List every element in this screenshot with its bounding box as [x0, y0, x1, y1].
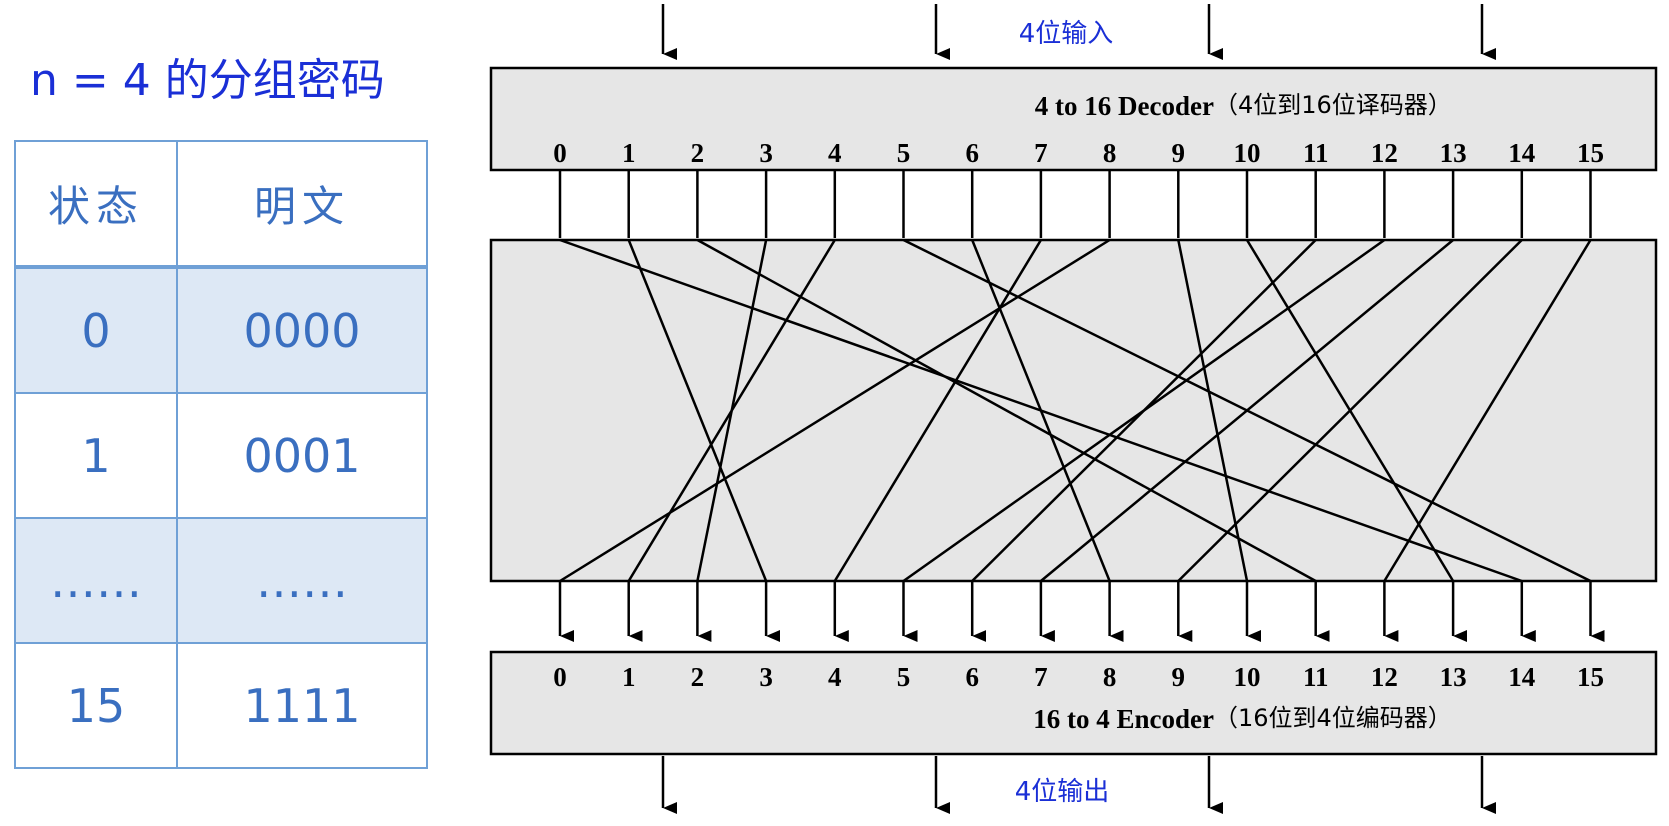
plaintext-cell: 0000 — [176, 266, 428, 394]
decoder-pin-label: 12 — [1371, 138, 1398, 168]
decoder-box — [489, 66, 1658, 172]
decoder-pin-label: 15 — [1577, 138, 1604, 168]
encoder-pin-label: 6 — [965, 662, 979, 692]
state-cell: 0 — [14, 266, 178, 394]
decoder-title: 4 to 16 Decoder — [1035, 91, 1214, 121]
permutation-line — [902, 238, 1386, 583]
state-cell: 1 — [14, 392, 178, 519]
encoder-subtitle: （16位到4位编码器） — [1214, 704, 1452, 732]
mapping-table: 状态 明文 0 0000 1 0001 …… …… 15 1111 — [14, 140, 428, 769]
column-header-state: 状态 — [14, 140, 178, 269]
decoder-connectors — [558, 170, 1592, 238]
decoder-pin-label: 6 — [965, 138, 979, 168]
permutation-line — [1177, 239, 1523, 582]
table-header-row: 状态 明文 — [14, 140, 428, 269]
decoder-pin-label: 3 — [759, 138, 773, 168]
encoder-pin-label: 8 — [1103, 662, 1117, 692]
permutation-line — [627, 239, 768, 582]
output-label: 4位输出 — [1015, 777, 1110, 807]
column-header-plaintext: 明文 — [176, 140, 428, 269]
decoder-pin-label: 9 — [1172, 138, 1186, 168]
encoder-pin-label: 12 — [1371, 662, 1398, 692]
encoder-pin-label: 15 — [1577, 662, 1604, 692]
decoder-pin-label: 10 — [1234, 138, 1261, 168]
permutation-line — [833, 239, 1042, 582]
permutation-line — [971, 239, 1111, 582]
state-cell: 15 — [14, 642, 178, 769]
permutation-box — [489, 238, 1658, 583]
table-row: 15 1111 — [14, 642, 428, 769]
decoder-pin-label: 4 — [828, 138, 842, 168]
encoder-pin-label: 4 — [828, 662, 842, 692]
page-title: n = 4 的分组密码 — [30, 55, 385, 106]
permutation-line — [627, 239, 836, 582]
encoder-pin-label: 3 — [759, 662, 773, 692]
encoder-pin-label: 9 — [1172, 662, 1186, 692]
plaintext-cell: 0001 — [176, 392, 428, 519]
decoder-pin-label: 0 — [553, 138, 567, 168]
permutation-line — [559, 238, 1111, 583]
encoder-pin-label: 13 — [1440, 662, 1467, 692]
decoder-pin-label: 7 — [1034, 138, 1048, 168]
permutation-line — [1040, 239, 1454, 582]
plaintext-cell: …… — [176, 517, 428, 644]
encoder-pin-label: 7 — [1034, 662, 1048, 692]
decoder-pin-label: 8 — [1103, 138, 1117, 168]
encoder-box — [489, 650, 1658, 756]
state-cell: …… — [14, 517, 178, 644]
table-row: 1 0001 — [14, 392, 428, 519]
table-row: 0 0000 — [14, 266, 428, 394]
table-row: …… …… — [14, 517, 428, 644]
decoder-pin-label: 2 — [691, 138, 705, 168]
encoder-pin-label: 14 — [1508, 662, 1535, 692]
decoder-pin-label: 1 — [622, 138, 636, 168]
input-label: 4位输入 — [1019, 19, 1114, 49]
decoder-pin-label: 13 — [1440, 138, 1467, 168]
encoder-title: 16 to 4 Encoder — [1033, 704, 1214, 734]
decoder-pin-label: 11 — [1303, 138, 1329, 168]
decoder-subtitle: （4位到16位译码器） — [1214, 91, 1452, 119]
permutation-line — [1383, 239, 1592, 582]
input-arrows — [661, 4, 1496, 60]
plaintext-cell: 1111 — [176, 642, 428, 769]
encoder-input-arrows — [558, 581, 1605, 642]
encoder-pin-label: 0 — [553, 662, 567, 692]
encoder-pin-label: 5 — [897, 662, 911, 692]
encoder-pin-label: 1 — [622, 662, 636, 692]
encoder-pin-label: 2 — [691, 662, 705, 692]
output-arrows — [661, 756, 1496, 814]
encoder-pin-label: 11 — [1303, 662, 1329, 692]
encoder-pin-label: 10 — [1234, 662, 1261, 692]
decoder-pin-label: 5 — [897, 138, 911, 168]
decoder-pin-label: 14 — [1508, 138, 1535, 168]
permutation-lines — [559, 238, 1592, 583]
